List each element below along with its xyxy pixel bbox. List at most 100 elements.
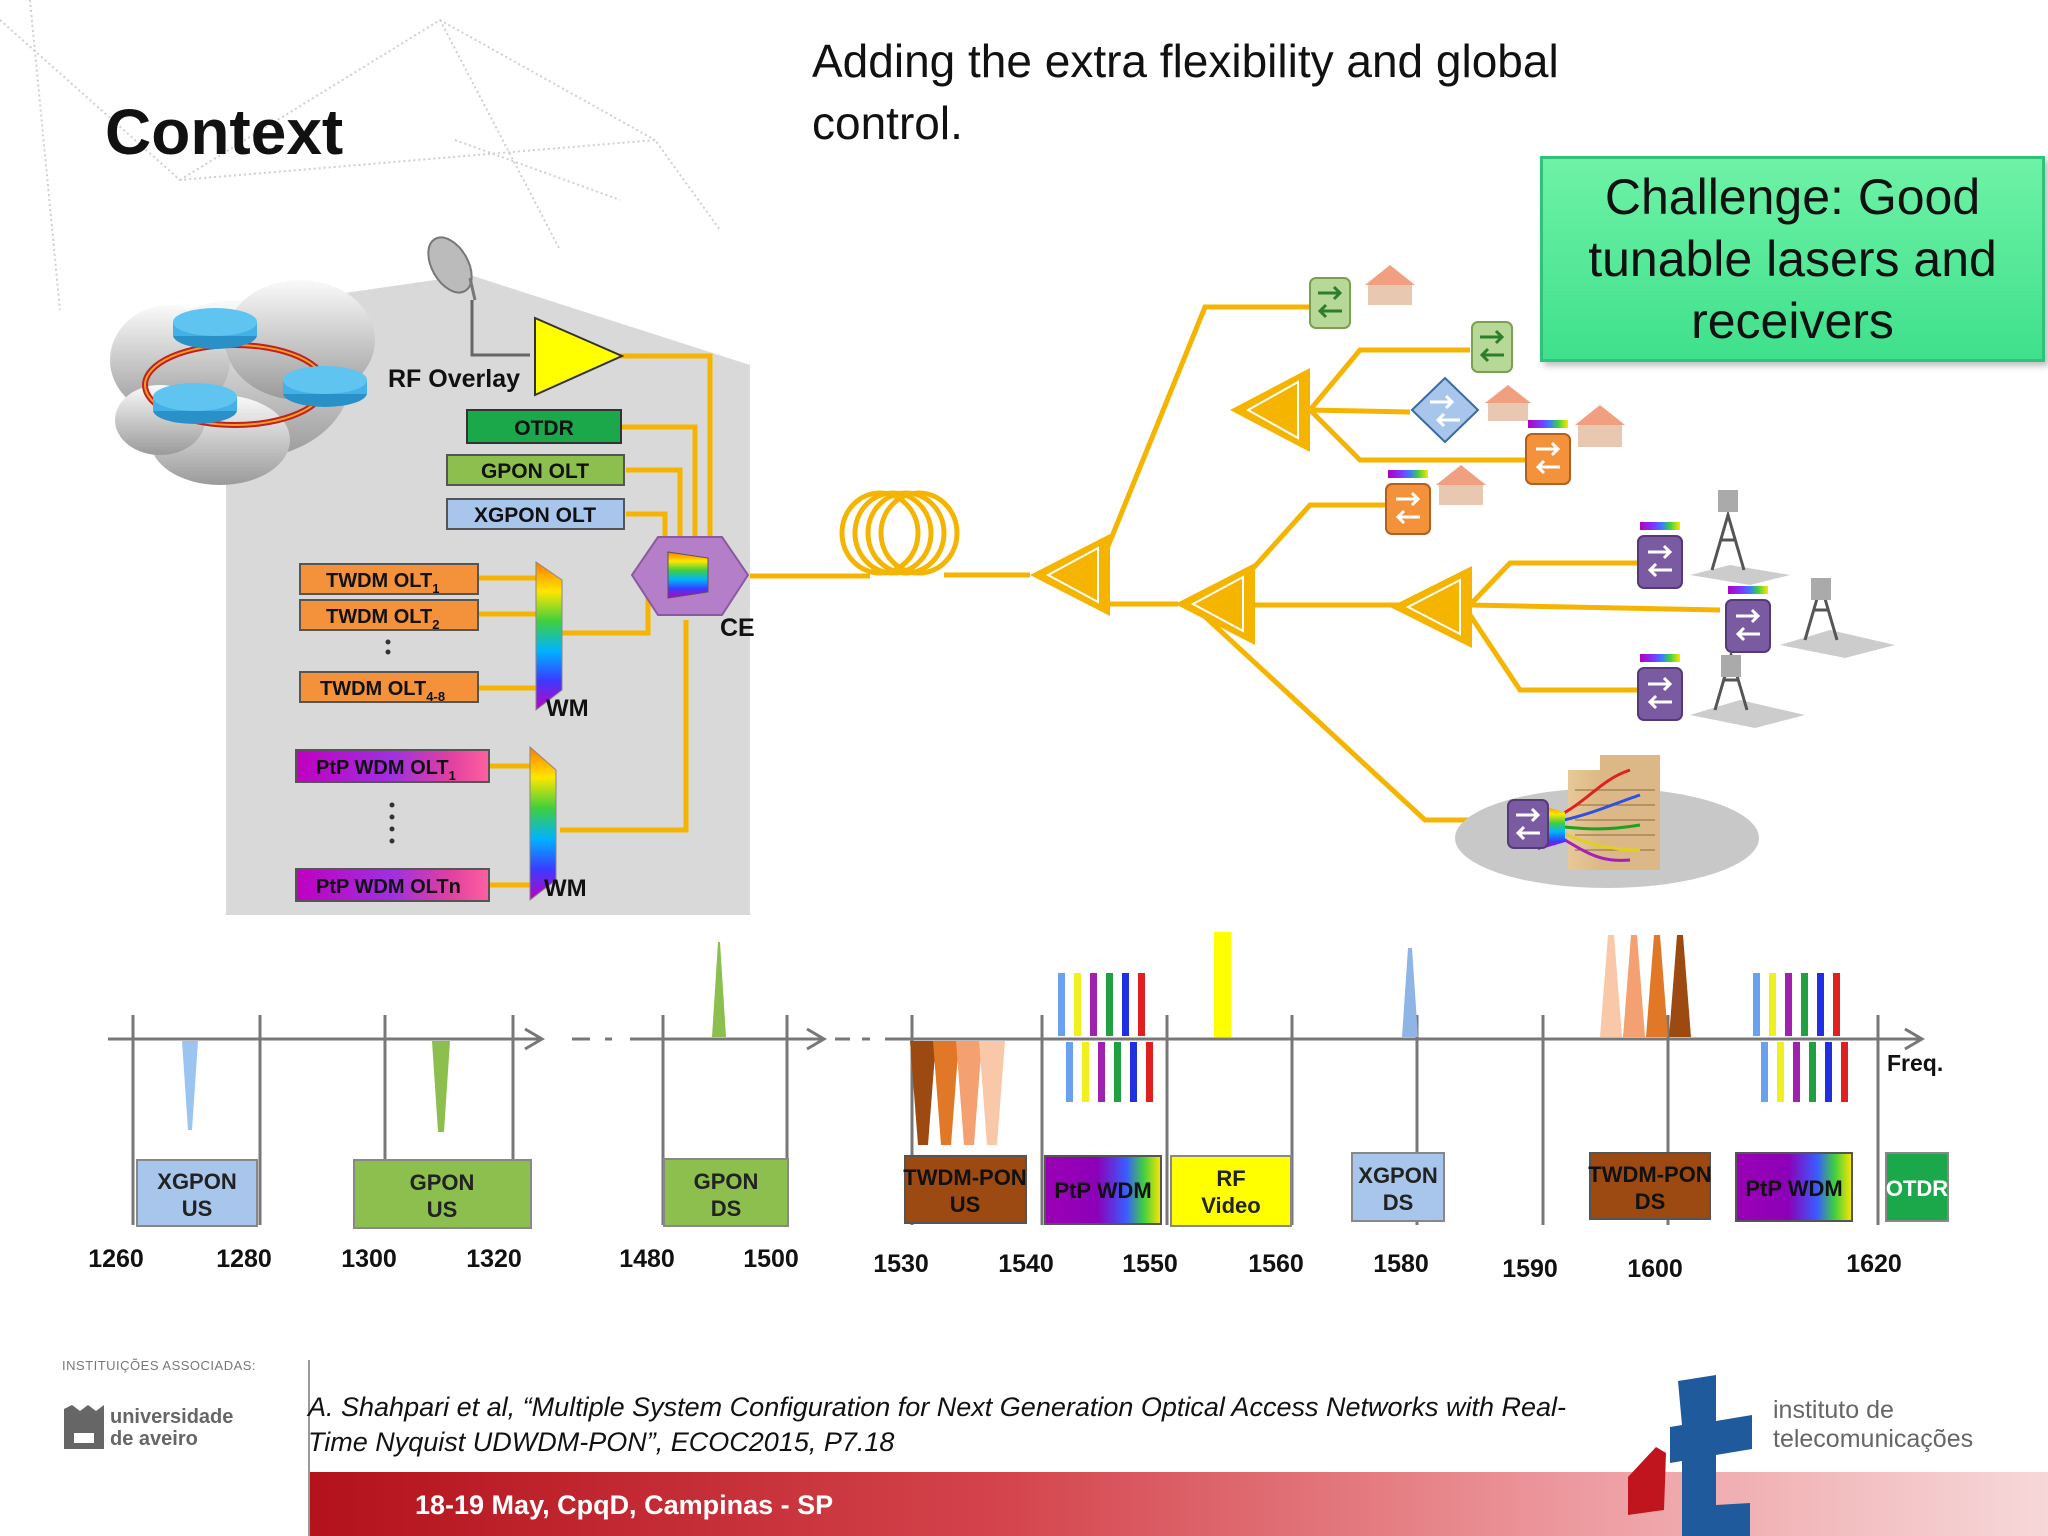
tick-label: 1540 bbox=[998, 1250, 1054, 1278]
band-box-xgpon-us: XGPON US bbox=[136, 1159, 258, 1227]
house-icon bbox=[1485, 385, 1531, 421]
twdm-olt-1-box bbox=[299, 563, 479, 595]
decorative-lines bbox=[0, 0, 721, 311]
svg-text:GPON: GPON bbox=[410, 1170, 475, 1195]
footer-band bbox=[310, 1472, 2048, 1536]
rf-amplifier-icon bbox=[534, 316, 625, 397]
ptp-wdm-olt-n-box bbox=[295, 868, 490, 902]
svg-text:TWDM-PON: TWDM-PON bbox=[1588, 1162, 1711, 1187]
wm-label-2: WM bbox=[544, 875, 587, 902]
gpon-onu-icon bbox=[1471, 321, 1513, 373]
gpon-us-peak bbox=[432, 1041, 450, 1132]
svg-text:PtP WDM: PtP WDM bbox=[1745, 1176, 1842, 1201]
divider bbox=[308, 1360, 310, 1536]
fiber-spool-icon bbox=[839, 490, 1030, 578]
band-box-gpon-us: GPON US bbox=[353, 1159, 532, 1229]
tick-label: 1600 bbox=[1627, 1255, 1683, 1283]
band-box-gpon-ds: GPON DS bbox=[663, 1158, 789, 1227]
rf-overlay-label: RF Overlay bbox=[388, 365, 520, 393]
band-box-otdr: OTDR bbox=[1885, 1152, 1949, 1222]
ptp-wdm-olt-n-label: PtP WDM OLTn bbox=[316, 876, 461, 898]
ptp-peaks-up bbox=[1058, 973, 1145, 1036]
ptp-onu-icon bbox=[1637, 654, 1683, 721]
twdm-olt-2-label: TWDM OLT2 bbox=[326, 606, 440, 632]
ptp-onu-icon bbox=[1637, 522, 1683, 589]
tick-label: 1590 bbox=[1502, 1255, 1558, 1283]
splitter-icon bbox=[1175, 563, 1255, 645]
twdm-olt-2-box bbox=[299, 599, 479, 631]
wavelength-mux-2-icon bbox=[529, 745, 557, 902]
twdm-ds-peaks bbox=[1600, 935, 1691, 1037]
tick-label: 1260 bbox=[88, 1245, 144, 1273]
band-box-ptp-wdm-1: PtP WDM bbox=[1044, 1155, 1162, 1225]
ptp-2-peaks-up bbox=[1753, 973, 1840, 1036]
institute-name: instituto de telecomunicações bbox=[1773, 1396, 1974, 1453]
ptp-wdm-olt-1-label: PtP WDM OLT1 bbox=[316, 757, 456, 783]
slide-subtitle: Adding the extra flexibility and global … bbox=[812, 35, 1559, 149]
band-box-rf-video: RF Video bbox=[1170, 1155, 1292, 1227]
twdm-olt-4-8-label: TWDM OLT4-8 bbox=[320, 678, 445, 704]
gpon-ds-peak bbox=[712, 942, 726, 1037]
svg-text:XGPON: XGPON bbox=[157, 1169, 236, 1194]
tick-label: 1480 bbox=[619, 1245, 675, 1273]
svg-text:RF: RF bbox=[1216, 1166, 1245, 1191]
house-icon bbox=[1436, 465, 1486, 505]
cell-tower-icon bbox=[1780, 578, 1895, 658]
twdm-olt-1-label: TWDM OLT1 bbox=[326, 570, 440, 596]
satellite-dish-icon bbox=[427, 236, 530, 357]
tick-label: 1530 bbox=[873, 1250, 929, 1278]
twdm-onu-icon bbox=[1525, 420, 1571, 485]
wavelength-mux-1-icon bbox=[535, 561, 563, 712]
svg-text:DS: DS bbox=[1383, 1190, 1414, 1215]
otdr-label: OTDR bbox=[514, 417, 574, 440]
gpon-olt-label: GPON OLT bbox=[481, 460, 589, 483]
xgpon-us-peak bbox=[182, 1041, 198, 1130]
svg-text:TWDM-PON: TWDM-PON bbox=[903, 1165, 1026, 1190]
distribution-fibers bbox=[1097, 304, 1721, 823]
tick-label: 1500 bbox=[743, 1245, 799, 1273]
svg-text:GPON: GPON bbox=[694, 1169, 759, 1194]
twdm-olt-4-8-box bbox=[299, 671, 479, 703]
institutions-label: INSTITUIÇÕES ASSOCIADAS: bbox=[62, 1358, 257, 1373]
it-logo-icon bbox=[1628, 1375, 1752, 1536]
splitter-icon bbox=[1030, 534, 1110, 616]
svg-text:US: US bbox=[950, 1192, 981, 1217]
tick-label: 1620 bbox=[1846, 1250, 1902, 1278]
tick-label: 1560 bbox=[1248, 1250, 1304, 1278]
tick-label: 1300 bbox=[341, 1245, 397, 1273]
router-icon bbox=[153, 383, 237, 424]
frequency-axis bbox=[108, 1027, 1925, 1051]
tick-label: 1580 bbox=[1373, 1250, 1429, 1278]
slide-title: Context bbox=[105, 96, 344, 168]
xgpon-onu-icon bbox=[1410, 376, 1480, 444]
svg-text:US: US bbox=[427, 1197, 458, 1222]
ce-label: CE bbox=[720, 614, 755, 642]
ptp-onu-icon bbox=[1725, 586, 1771, 653]
gpon-olt-box bbox=[446, 454, 625, 486]
tick-label: 1550 bbox=[1122, 1250, 1178, 1278]
svg-text:XGPON: XGPON bbox=[1358, 1163, 1437, 1188]
ptp-peaks-down bbox=[1066, 1042, 1153, 1102]
twdm-us-peaks bbox=[910, 1041, 1005, 1145]
spectrum-plan: Freq. XGPON US GPON US GPON DS TWDM-PON … bbox=[88, 932, 1949, 1283]
cell-tower-icon bbox=[1690, 490, 1790, 585]
xgpon-olt-box bbox=[446, 498, 625, 530]
splitter-icon bbox=[1390, 566, 1472, 648]
office-building-icon bbox=[1455, 755, 1759, 888]
svg-text:DS: DS bbox=[711, 1196, 742, 1221]
band-box-twdm-ds: TWDM-PON DS bbox=[1588, 1152, 1712, 1220]
house-icon bbox=[1365, 265, 1415, 305]
band-box-twdm-us: TWDM-PON US bbox=[903, 1155, 1027, 1224]
xgpon-ds-peak bbox=[1402, 948, 1418, 1037]
core-network-cloud bbox=[110, 280, 375, 485]
university-name: universidade de aveiro bbox=[110, 1406, 234, 1450]
event-footer: 18-19 May, CpqD, Campinas - SP bbox=[415, 1490, 834, 1520]
band-box-xgpon-ds: XGPON DS bbox=[1351, 1152, 1445, 1222]
svg-text:Video: Video bbox=[1201, 1193, 1261, 1218]
xgpon-olt-label: XGPON OLT bbox=[474, 504, 596, 527]
network-diagram: RF Overlay OTDR GPON OLT XGPON OLT TWDM … bbox=[110, 236, 1895, 915]
svg-text:PtP WDM: PtP WDM bbox=[1054, 1178, 1151, 1203]
challenge-callout: Challenge: Good tunable lasers and recei… bbox=[1540, 156, 2045, 362]
splitter-icon bbox=[1230, 368, 1310, 452]
